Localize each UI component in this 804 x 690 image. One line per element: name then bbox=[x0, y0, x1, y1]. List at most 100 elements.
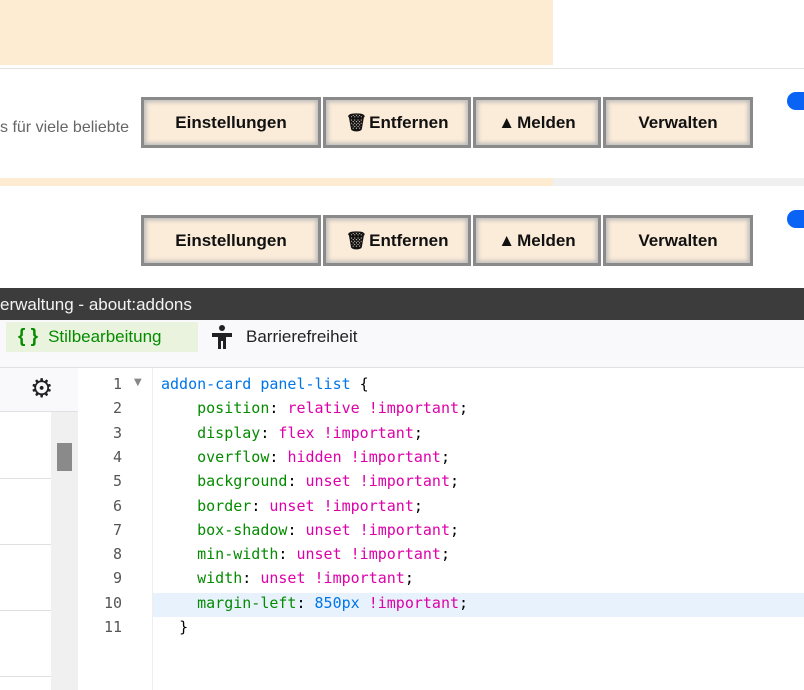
tab-style-editor[interactable]: { }Stilbearbeitung bbox=[6, 322, 198, 352]
divider bbox=[0, 68, 804, 69]
code-line: display: flex !important; bbox=[161, 424, 423, 442]
tab-label: Barrierefreiheit bbox=[246, 327, 358, 346]
card-divider-strip bbox=[0, 178, 553, 186]
code-token: relative !important bbox=[287, 399, 460, 418]
enable-toggle[interactable] bbox=[787, 210, 804, 228]
line-number: 5 bbox=[112, 472, 122, 491]
line-number: 10 bbox=[103, 593, 122, 612]
window-titlebar: erwaltung - about:addons bbox=[0, 288, 804, 320]
code-token: !important bbox=[359, 593, 460, 612]
css-editor[interactable] bbox=[79, 368, 804, 690]
report-label: Melden bbox=[517, 230, 576, 250]
code-token: ; bbox=[413, 423, 423, 442]
code-token bbox=[161, 521, 197, 539]
code-token: ; bbox=[440, 545, 450, 564]
sidebar-toolbar bbox=[0, 368, 78, 412]
remove-button[interactable]: 🗑Entfernen bbox=[323, 215, 471, 266]
code-line: border: unset !important; bbox=[161, 497, 423, 515]
scrollbar-thumb[interactable] bbox=[57, 443, 72, 471]
manage-label: Verwalten bbox=[638, 112, 718, 132]
line-number: 4 bbox=[112, 447, 122, 466]
code-token: ; bbox=[459, 399, 469, 418]
code-line: addon-card panel-list { bbox=[161, 375, 369, 393]
sidebar-row-divider bbox=[0, 478, 51, 479]
line-number: 7 bbox=[112, 520, 122, 539]
code-token: : bbox=[260, 423, 279, 442]
devtools-toolbar: { }Stilbearbeitung Barrierefreiheit bbox=[0, 320, 804, 368]
code-token bbox=[161, 472, 197, 490]
sidebar-row-divider bbox=[0, 676, 51, 677]
report-button[interactable]: ▲Melden bbox=[473, 215, 601, 266]
enable-toggle[interactable] bbox=[787, 92, 804, 110]
code-token: ; bbox=[404, 569, 414, 588]
code-token: unset !important bbox=[269, 496, 414, 515]
tab-label: Stilbearbeitung bbox=[48, 327, 162, 346]
code-token: 850px bbox=[314, 593, 360, 612]
code-token: min-width bbox=[197, 545, 279, 564]
code-token: : bbox=[242, 569, 261, 588]
gear-icon[interactable]: ⚙ bbox=[30, 374, 54, 404]
code-token: ; bbox=[450, 520, 460, 539]
line-number: 8 bbox=[112, 545, 122, 564]
remove-button[interactable]: 🗑Entfernen bbox=[323, 97, 471, 148]
code-line: overflow: hidden !important; bbox=[161, 448, 450, 466]
line-number: 6 bbox=[112, 496, 122, 515]
warning-icon: ▲ bbox=[498, 230, 516, 250]
code-token: unset !important bbox=[296, 545, 441, 564]
accessibility-icon bbox=[212, 325, 232, 349]
code-token: position bbox=[197, 399, 270, 418]
addon-description: s für viele beliebte bbox=[0, 119, 129, 136]
manage-button[interactable]: Verwalten bbox=[603, 215, 753, 266]
code-token: box-shadow bbox=[197, 520, 288, 539]
report-label: Melden bbox=[517, 112, 576, 132]
card-background-top bbox=[0, 0, 553, 65]
warning-icon: ▲ bbox=[498, 112, 516, 132]
active-line-highlight bbox=[153, 593, 804, 617]
report-button[interactable]: ▲Melden bbox=[473, 97, 601, 148]
code-token: : bbox=[251, 496, 270, 515]
settings-button[interactable]: Einstellungen bbox=[141, 97, 321, 148]
line-number: 1 bbox=[112, 375, 122, 393]
trash-icon: 🗑 bbox=[345, 112, 368, 132]
code-token: : bbox=[278, 545, 297, 564]
code-line: min-width: unset !important; bbox=[161, 545, 450, 563]
code-token: background bbox=[197, 472, 288, 491]
code-line: } bbox=[161, 618, 188, 636]
code-token: ; bbox=[440, 447, 450, 466]
manage-label: Verwalten bbox=[638, 230, 718, 250]
code-token bbox=[161, 545, 197, 563]
code-token: : bbox=[296, 593, 315, 612]
code-token: border bbox=[197, 496, 252, 515]
manage-button[interactable]: Verwalten bbox=[603, 97, 753, 148]
code-token: unset !important bbox=[305, 520, 451, 539]
trash-icon: 🗑 bbox=[345, 230, 368, 250]
code-token: addon-card panel-list bbox=[161, 375, 351, 393]
card-divider-strip-right bbox=[553, 178, 804, 186]
line-number: 11 bbox=[103, 618, 122, 636]
remove-label: Entfernen bbox=[369, 112, 449, 132]
code-token bbox=[161, 424, 197, 442]
remove-label: Entfernen bbox=[369, 230, 449, 250]
settings-button[interactable]: Einstellungen bbox=[141, 215, 321, 266]
code-token bbox=[161, 399, 197, 417]
line-number: 3 bbox=[112, 423, 122, 442]
code-token: { bbox=[350, 375, 369, 393]
sidebar-row-divider bbox=[0, 610, 51, 611]
window-title: erwaltung - about:addons bbox=[0, 295, 192, 314]
code-token: flex !important bbox=[278, 423, 414, 442]
line-number: 9 bbox=[112, 569, 122, 588]
code-token bbox=[161, 618, 179, 636]
code-token bbox=[161, 497, 197, 515]
code-token bbox=[161, 569, 197, 587]
code-token: hidden !important bbox=[287, 447, 441, 466]
code-token: display bbox=[197, 423, 261, 442]
tab-accessibility[interactable]: Barrierefreiheit bbox=[210, 322, 358, 352]
code-line: background: unset !important; bbox=[161, 472, 459, 490]
code-token: } bbox=[179, 618, 189, 636]
code-token: : bbox=[269, 447, 288, 466]
code-token: ; bbox=[459, 593, 469, 612]
code-line: box-shadow: unset !important; bbox=[161, 521, 459, 539]
code-token bbox=[161, 448, 197, 466]
code-token: width bbox=[197, 569, 243, 588]
fold-arrow-icon[interactable]: ▼ bbox=[134, 377, 142, 388]
